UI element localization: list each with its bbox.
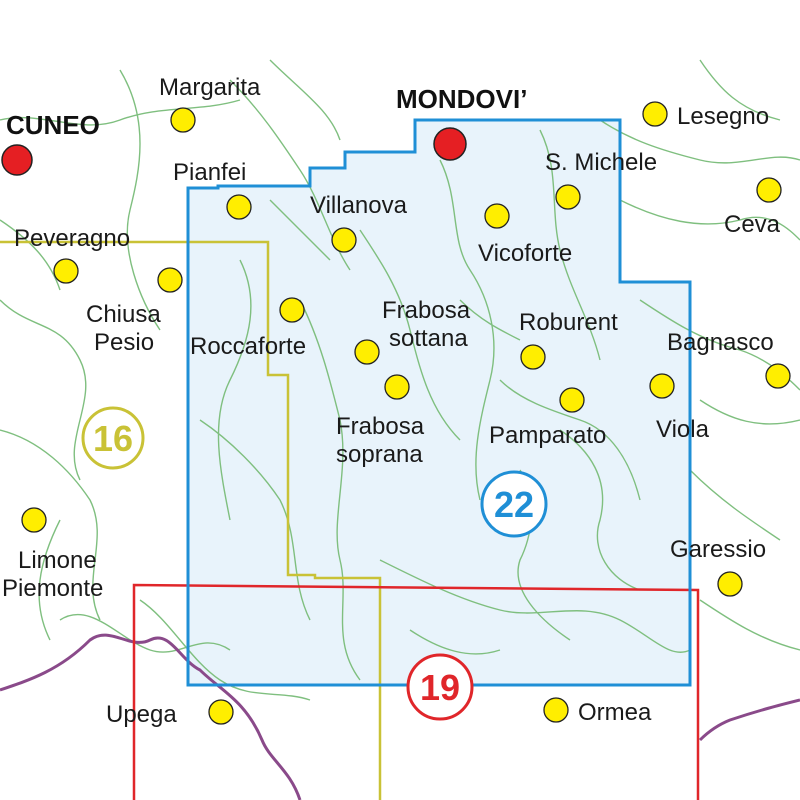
sheet-22-outline xyxy=(186,118,692,687)
city-mondovi[interactable]: MONDOVI’ xyxy=(396,84,527,161)
town-roccaforte[interactable]: Roccaforte xyxy=(190,297,306,360)
town-label: Roburent xyxy=(519,309,618,336)
town-label: Ceva xyxy=(724,211,781,238)
town-roburent[interactable]: Roburent xyxy=(519,309,618,370)
town-marker xyxy=(520,344,546,370)
sheet-19-label: 19 xyxy=(420,667,460,708)
town-label: Garessio xyxy=(670,536,766,563)
town-label-line-1: Frabosa xyxy=(382,297,471,324)
city-marker xyxy=(433,127,467,161)
town-marker xyxy=(384,374,410,400)
town-garessio[interactable]: Garessio xyxy=(670,536,766,597)
town-peveragno[interactable]: Peveragno xyxy=(14,225,130,284)
town-label: Roccaforte xyxy=(190,333,306,360)
town-label: Viola xyxy=(656,416,710,443)
town-villanova[interactable]: Villanova xyxy=(310,192,408,253)
town-marker xyxy=(157,267,183,293)
town-marker xyxy=(649,373,675,399)
town-pamparato[interactable]: Pamparato xyxy=(489,387,606,449)
town-ceva[interactable]: Ceva xyxy=(724,177,782,238)
town-marker xyxy=(279,297,305,323)
town-vicoforte[interactable]: Vicoforte xyxy=(478,203,572,267)
town-bagnasco[interactable]: Bagnasco xyxy=(667,329,791,389)
town-label-line-1: Limone xyxy=(18,547,97,574)
city-marker xyxy=(1,144,33,176)
town-s-michele[interactable]: S. Michele xyxy=(545,149,657,210)
town-label: Ormea xyxy=(578,699,652,726)
town-label-line-1: Frabosa xyxy=(336,413,425,440)
sheet-22-label: 22 xyxy=(494,484,534,525)
town-label: Lesegno xyxy=(677,103,769,130)
town-label: Vicoforte xyxy=(478,240,572,267)
city-cuneo[interactable]: CUNEO xyxy=(1,110,100,176)
sheet-19-outline xyxy=(132,583,700,800)
road-network xyxy=(0,59,800,701)
town-label: Pamparato xyxy=(489,422,606,449)
town-margarita[interactable]: Margarita xyxy=(159,74,261,133)
town-marker xyxy=(717,571,743,597)
sheet-22-badge[interactable]: 22 xyxy=(480,470,548,538)
town-marker xyxy=(354,339,380,365)
town-marker xyxy=(555,184,581,210)
town-marker xyxy=(53,258,79,284)
town-pianfei[interactable]: Pianfei xyxy=(173,159,252,220)
town-label-line-1: Chiusa xyxy=(86,301,161,328)
regional-border xyxy=(0,633,302,800)
town-upega[interactable]: Upega xyxy=(106,699,234,728)
town-marker xyxy=(21,507,47,533)
town-marker xyxy=(765,363,791,389)
town-marker xyxy=(226,194,252,220)
town-marker xyxy=(756,177,782,203)
town-marker xyxy=(642,101,668,127)
town-marker xyxy=(170,107,196,133)
town-label-line-2: soprana xyxy=(336,441,423,468)
town-label: Peveragno xyxy=(14,225,130,252)
town-label-line-2: Pesio xyxy=(94,329,154,356)
sheet-16-label: 16 xyxy=(93,418,133,459)
town-marker xyxy=(208,699,234,725)
town-viola[interactable]: Viola xyxy=(649,373,710,443)
sheet-22-area xyxy=(188,120,690,685)
town-marker xyxy=(331,227,357,253)
town-label: Margarita xyxy=(159,74,261,101)
city-label: MONDOVI’ xyxy=(396,84,527,114)
town-label-line-2: Piemonte xyxy=(2,575,103,602)
town-label: Bagnasco xyxy=(667,329,774,356)
town-ormea[interactable]: Ormea xyxy=(543,697,652,726)
sheet-19-badge[interactable]: 19 xyxy=(406,653,474,721)
sheet-16-badge[interactable]: 16 xyxy=(81,406,145,470)
town-label: S. Michele xyxy=(545,149,657,176)
town-marker xyxy=(484,203,510,229)
town-label: Villanova xyxy=(310,192,408,219)
town-label: Upega xyxy=(106,701,177,728)
city-label: CUNEO xyxy=(6,110,100,140)
town-marker xyxy=(559,387,585,413)
town-marker xyxy=(543,697,569,723)
town-label: Pianfei xyxy=(173,159,246,186)
sheet-16-outline xyxy=(0,240,382,800)
town-lesegno[interactable]: Lesegno xyxy=(642,101,769,130)
regional-border-east xyxy=(698,698,800,742)
town-label-line-2: sottana xyxy=(389,325,468,352)
